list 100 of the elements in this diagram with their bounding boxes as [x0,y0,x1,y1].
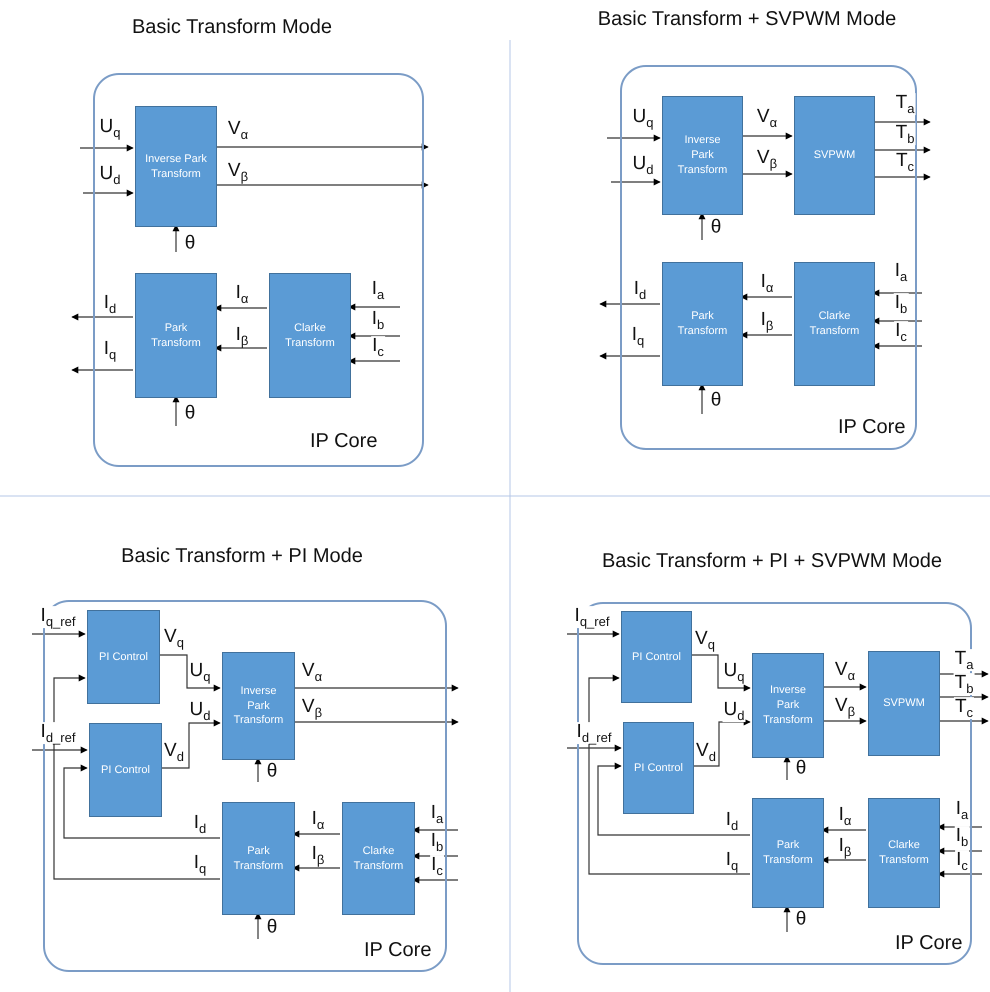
signal-arrow [698,383,706,414]
signal-label: U$_{d}$ [188,700,212,722]
block-box: Clarke Transform [794,262,875,386]
signal-label: I$_{a}$ [370,279,386,301]
signal-arrow [937,824,982,830]
block-box: Inverse Park Transform [135,106,217,227]
signal-label: I$_{d}$ [632,279,648,301]
signal-label: I$_{a}$ [894,261,908,283]
signal-label: V$_{q}$ [163,627,185,649]
signal-label: V$_{β}$ [226,161,250,183]
signal-label: I$_{d}$ [102,293,118,315]
signal-label: U$_{q}$ [632,107,654,129]
signal-arrow [611,178,661,186]
signal-arrow [821,856,866,864]
signal-arrow [293,684,459,692]
signal-label: T$_{a}$ [954,649,974,671]
signal-label: I$_{β}$ [310,844,326,866]
block-box: Park Transform [752,798,824,908]
signal-label: U$_{d}$ [722,700,746,722]
signal-label: T$_{b}$ [894,123,916,145]
signal-arrow [599,352,660,360]
panel-title: Basic Transform + SVPWM Mode [598,8,896,31]
signal-arrow [873,146,931,154]
signal-arrow [292,864,340,872]
signal-label: I$_{c}$ [371,336,385,358]
signal-arrow [698,212,706,240]
signal-label: U$_{q}$ [722,661,746,683]
signal-arrow [872,318,922,324]
block-box: Clarke Transform [269,273,351,398]
signal-label: I$_{q}$ [102,339,118,361]
signal-label: V$_{d}$ [163,741,185,763]
signal-label: V$_{q}$ [694,629,716,651]
panel-title: Basic Transform Mode [132,16,332,39]
signal-label: T$_{c}$ [894,151,916,173]
signal-label: T$_{c}$ [954,697,974,719]
signal-label: V$_{α}$ [834,660,856,682]
block-box: Park Transform [222,802,295,915]
block-box: Park Transform [662,262,743,386]
signal-arrow [172,395,180,426]
signal-label: U$_{d}$ [632,154,654,176]
signal-label: I$_{b}$ [430,831,444,853]
signal-label: I$_{d_ref}$ [40,722,76,744]
signal-label: I$_{b}$ [954,826,970,848]
block-box: Clarke Transform [342,802,415,915]
block-box: Park Transform [135,273,217,398]
signal-label: V$_{β}$ [834,696,856,718]
signal-label: I$_{c}$ [430,855,444,877]
core-label: IP Core [838,416,906,439]
signal-label: V$_{β}$ [300,697,324,719]
signal-label: I$_{β}$ [838,836,852,858]
signal-arrow [292,830,340,838]
signal-arrow [348,332,400,340]
signal-arrow [821,826,866,834]
signal-label: U$_{q}$ [188,661,212,683]
signal-label: I$_{c}$ [955,850,969,872]
signal-arrow [607,134,661,142]
signal-label: I$_{c}$ [894,321,908,343]
block-box: Inverse Park Transform [222,652,295,760]
signal-label: I$_{α}$ [760,272,774,294]
signal-arrow [160,720,221,769]
block-box: PI Control [621,611,692,703]
core-label: IP Core [364,939,432,962]
signal-label: U$_{q}$ [98,117,122,139]
signal-arrow [872,342,922,350]
signal-arrow [412,826,458,834]
signal-arrow [740,294,792,300]
signal-arrow [599,300,660,308]
signal-arrow [412,876,458,884]
signal-arrow [567,630,620,638]
signal-arrow [214,304,267,312]
signal-label: I$_{α}$ [234,283,250,305]
block-box: SVPWM [868,651,940,756]
signal-label: T$_{a}$ [894,93,916,115]
block-box: PI Control [89,723,162,817]
signal-label: I$_{b}$ [370,309,386,331]
signal-arrow [215,182,429,188]
signal-arrow [172,224,180,252]
signal-label: T$_{b}$ [954,673,974,695]
signal-arrow [937,848,982,854]
signal-label: V$_{α}$ [300,661,324,683]
signal-arrow [822,684,867,690]
signal-arrow [348,304,400,310]
signal-arrow [872,290,922,296]
signal-arrow [32,630,86,638]
signal-label: I$_{a}$ [954,799,970,821]
signal-arrow [784,905,790,932]
signal-arrow [215,144,429,150]
signal-label: I$_{β}$ [234,325,250,347]
signal-label: V$_{d}$ [695,741,717,763]
signal-arrow [71,366,133,374]
signal-label: I$_{α}$ [838,805,852,827]
signal-label: I$_{d}$ [192,813,208,835]
signal-label: U$_{d}$ [98,164,122,186]
signal-arrow [822,718,867,724]
signal-label: V$_{α}$ [226,119,250,141]
signal-arrow [83,190,134,196]
block-box: Inverse Park Transform [662,96,743,215]
signal-arrow [348,358,400,364]
signal-arrow [938,670,989,678]
signal-label: I$_{q_ref}$ [40,606,76,628]
